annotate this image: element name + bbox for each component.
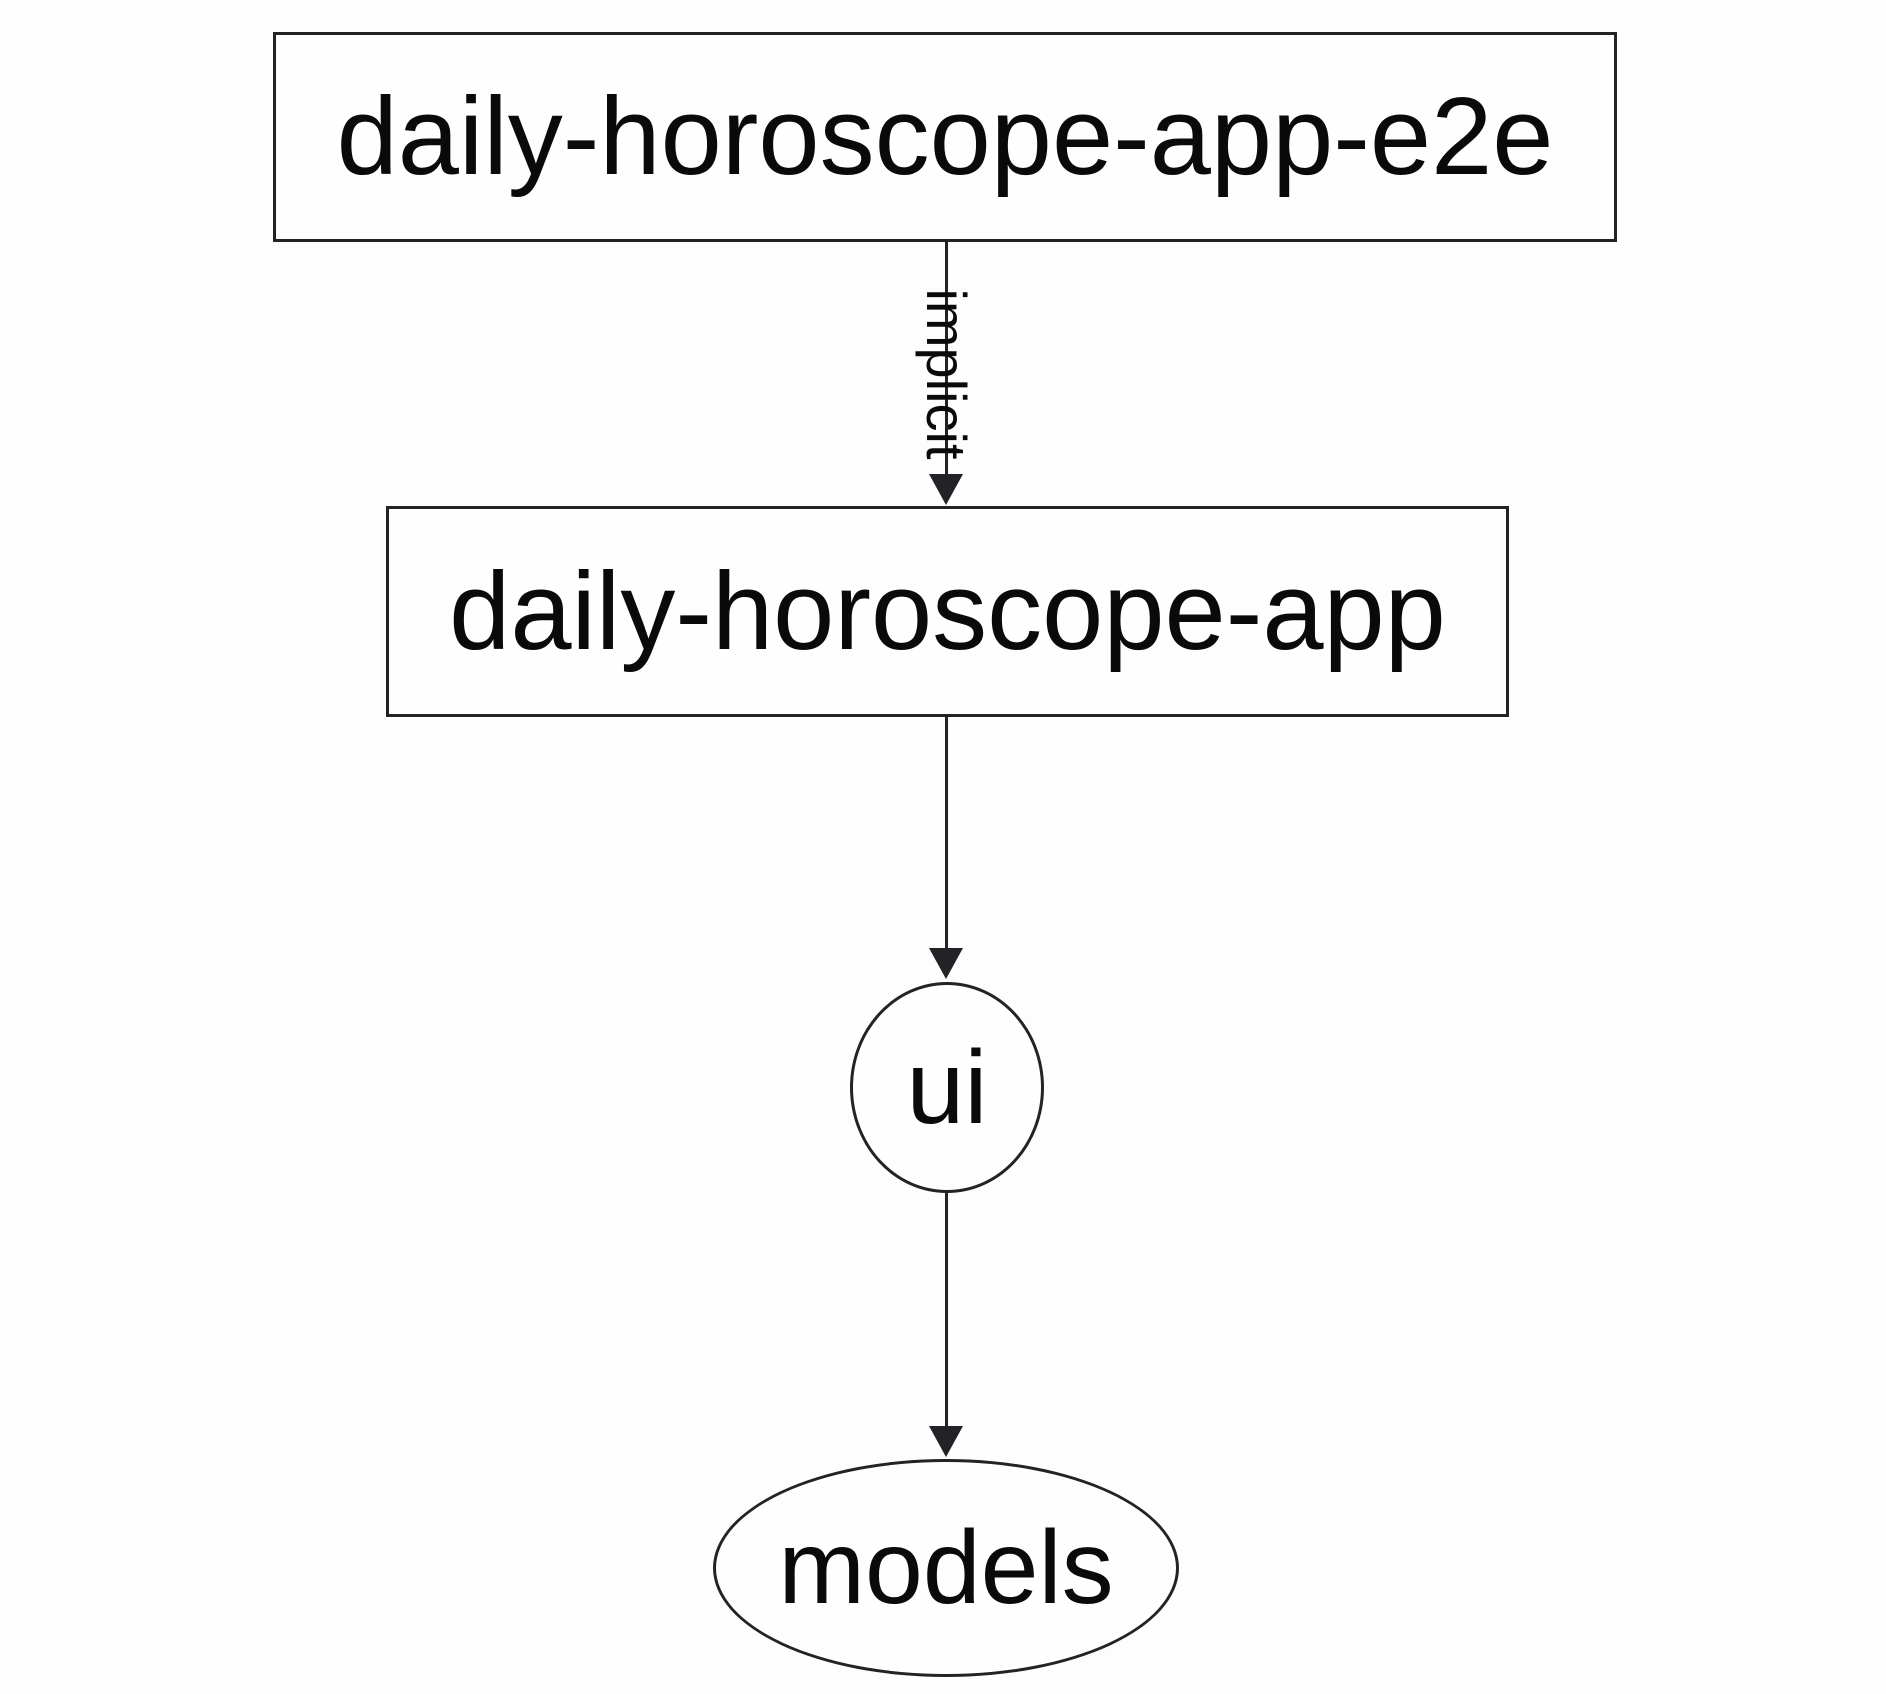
node-label-daily-horoscope-app-e2e: daily-horoscope-app-e2e [336, 75, 1554, 198]
node-daily-horoscope-app-e2e[interactable]: daily-horoscope-app-e2e [273, 32, 1617, 242]
arrowhead-down-icon [929, 948, 963, 979]
node-label-models: models [778, 1510, 1114, 1626]
arrowhead-down-icon [929, 474, 963, 505]
edge-ui-to-models-line [945, 1193, 948, 1427]
node-label-ui: ui [906, 1029, 988, 1146]
edge-e2e-to-app-line [945, 242, 948, 482]
node-daily-horoscope-app[interactable]: daily-horoscope-app [386, 506, 1509, 717]
node-label-daily-horoscope-app: daily-horoscope-app [449, 549, 1446, 673]
node-models[interactable]: models [713, 1459, 1179, 1677]
edge-app-to-ui-line [945, 717, 948, 950]
arrowhead-down-icon [929, 1426, 963, 1457]
node-ui[interactable]: ui [850, 982, 1044, 1193]
edge-label-implicit: implicit [915, 288, 978, 460]
